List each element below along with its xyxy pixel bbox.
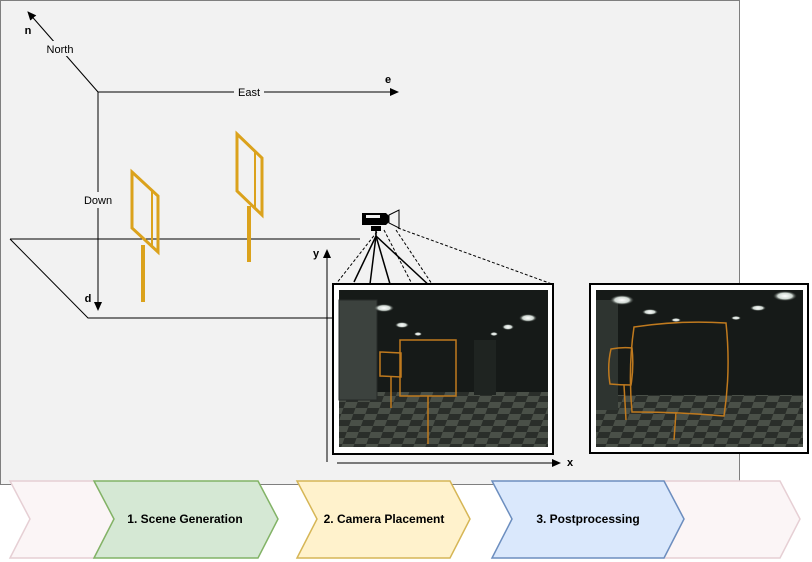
ground-plane	[9, 238, 360, 319]
target-sign-1	[130, 168, 160, 302]
east-label-bg	[234, 85, 264, 100]
x-label: x	[567, 457, 574, 469]
e-label: e	[385, 74, 391, 86]
down-label: Down	[84, 195, 112, 207]
pipeline-step-1-label: 1. Scene Generation	[127, 512, 242, 526]
east-label: East	[238, 87, 260, 99]
pipeline-step-3	[490, 480, 685, 559]
pipeline-step-1	[92, 480, 279, 559]
y-label: y	[313, 248, 320, 260]
north-label-bg	[43, 41, 76, 56]
render-raw-image	[332, 283, 554, 455]
render-postprocessed-image	[589, 283, 809, 454]
target-sign-2	[235, 130, 264, 262]
view-frustum	[335, 227, 553, 285]
down-label-bg	[80, 192, 116, 208]
pipeline: 1. Scene Generation 2. Camera Placement …	[8, 480, 801, 559]
pipeline-filler-left	[8, 480, 115, 559]
pipeline-step-2	[295, 480, 471, 559]
north-label: North	[47, 44, 74, 56]
d-label: d	[85, 293, 92, 305]
pipeline-step-2-label: 2. Camera Placement	[324, 512, 445, 526]
pipeline-step-3-label: 3. Postprocessing	[536, 512, 639, 526]
n-label: n	[25, 25, 32, 37]
camera-tripod	[353, 231, 433, 289]
